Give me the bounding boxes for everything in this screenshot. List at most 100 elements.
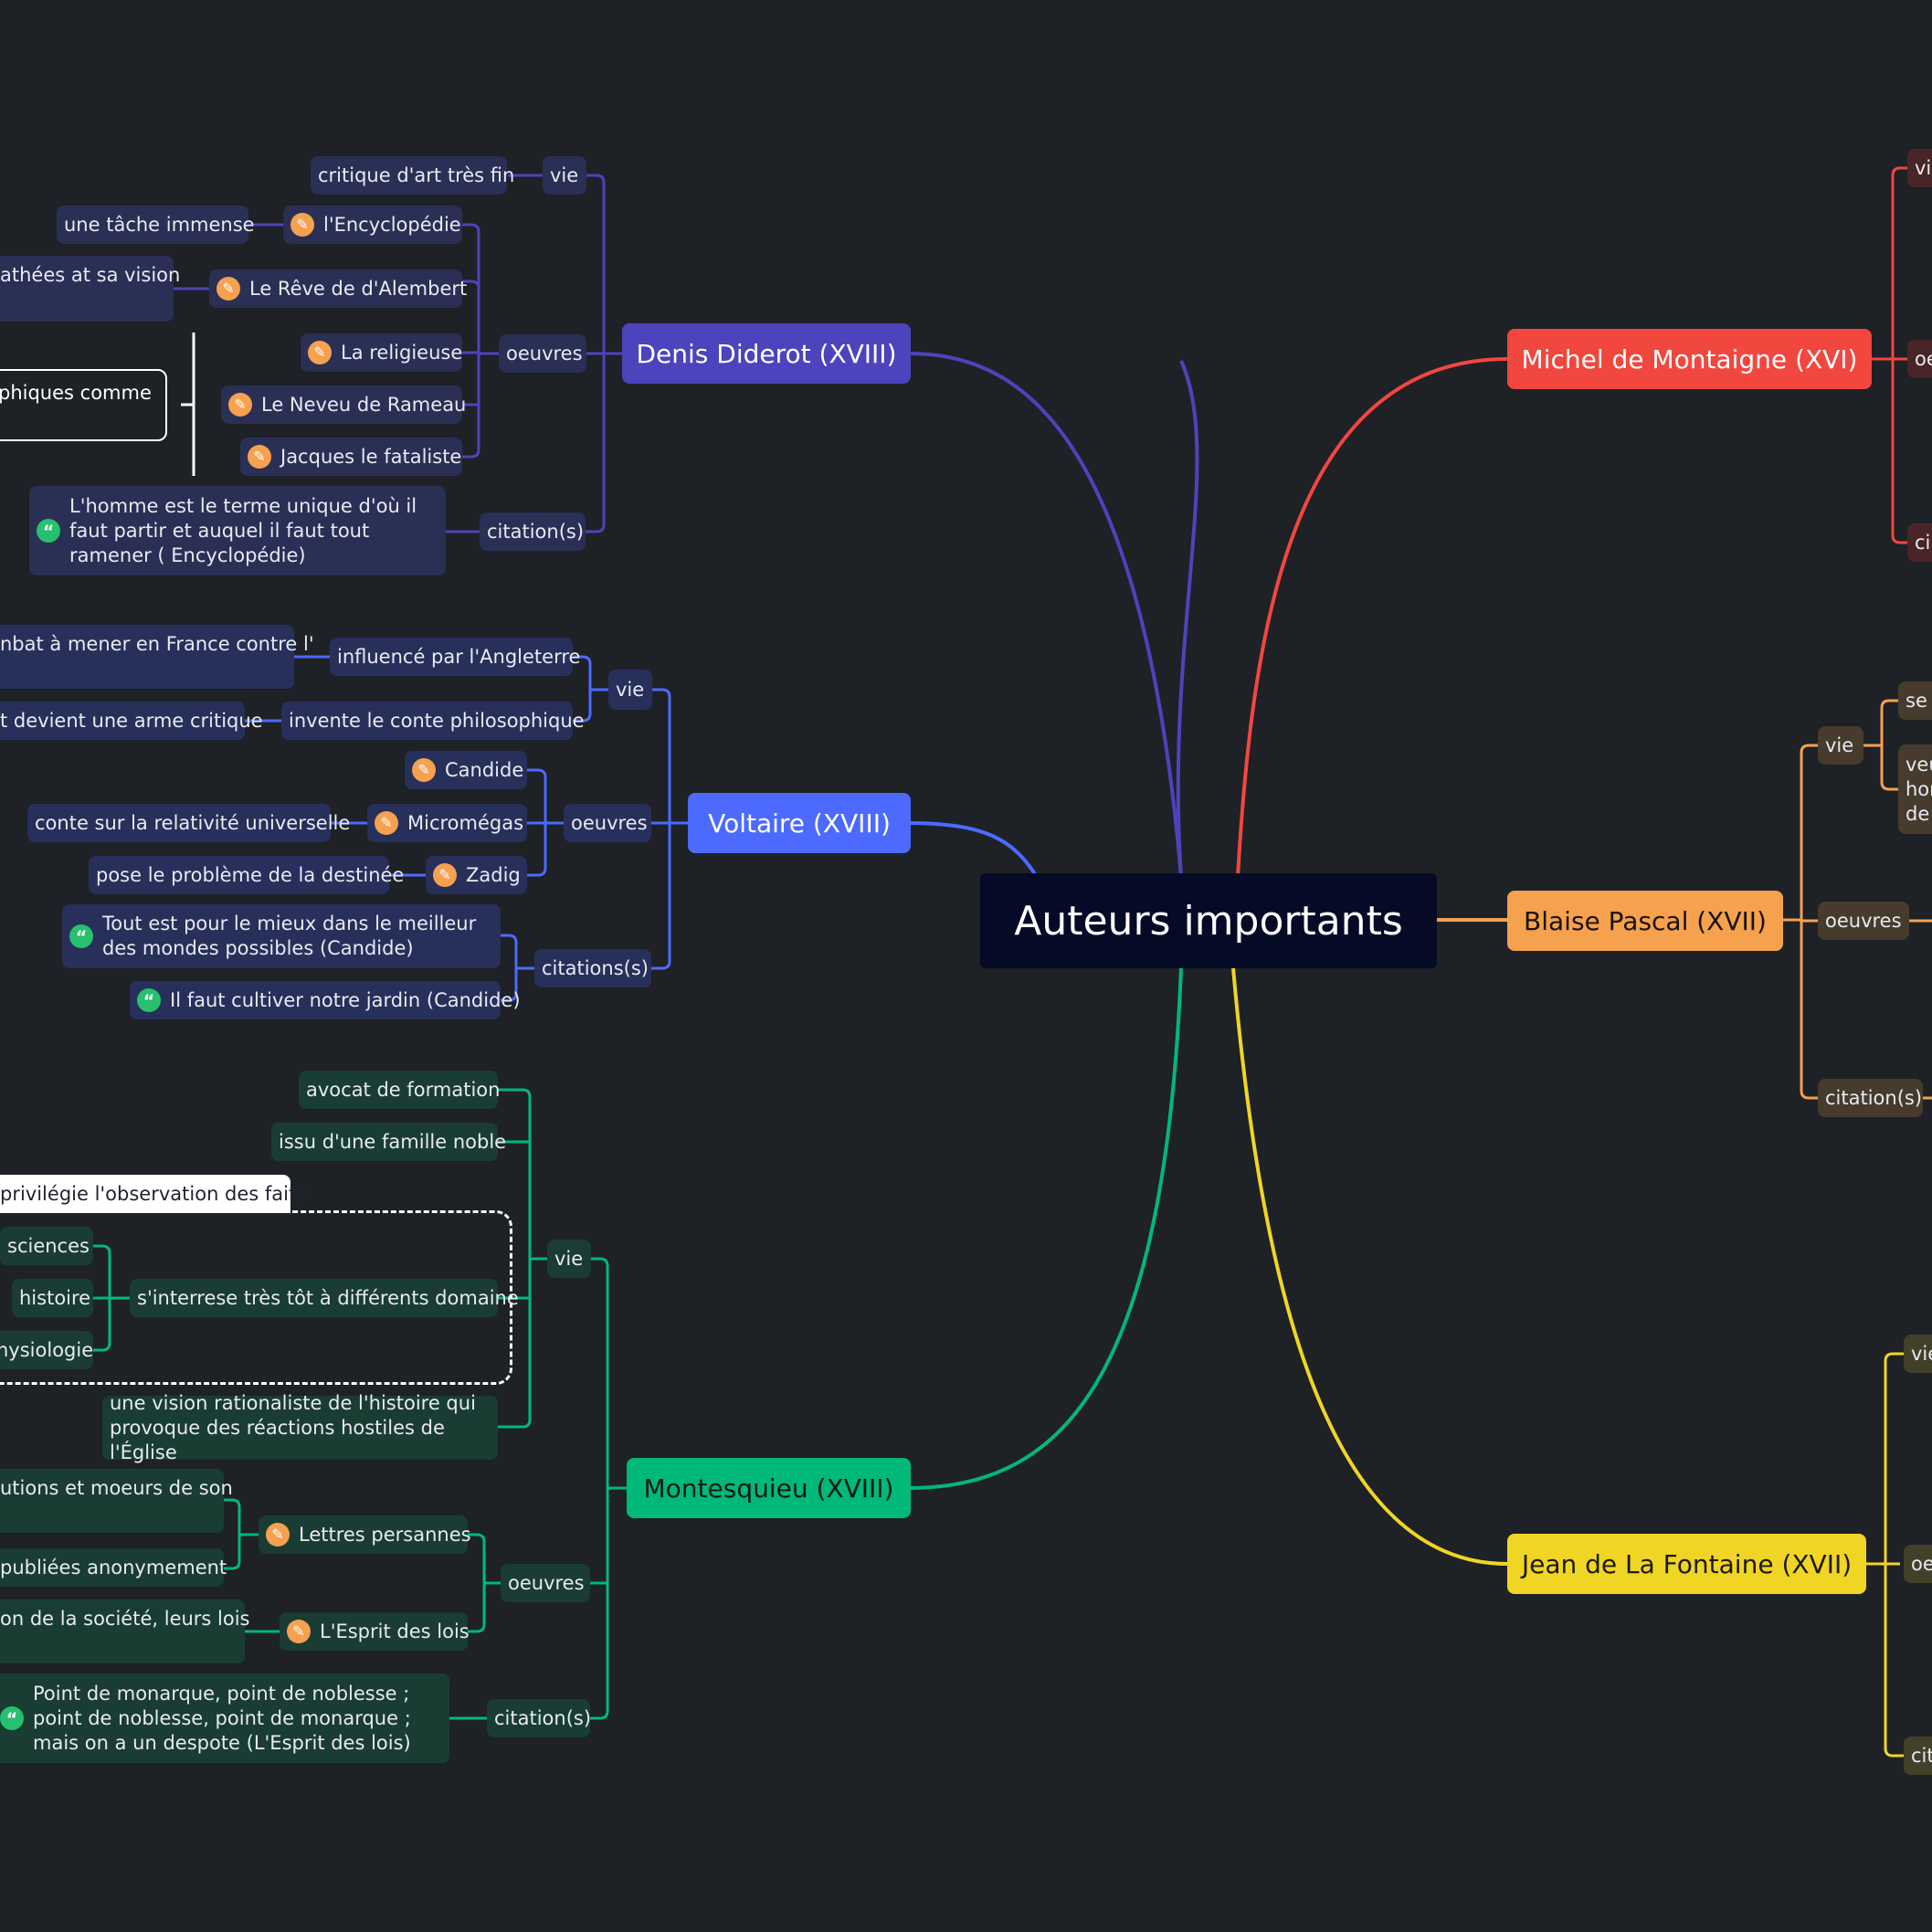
voltaire-work[interactable]: ✎ Candide — [405, 751, 527, 789]
connector — [651, 688, 671, 823]
lafontaine-vie[interactable]: vie — [1904, 1335, 1932, 1373]
root-topic[interactable]: Auteurs importants — [980, 873, 1437, 968]
diderot-encyclopedie-note[interactable]: une tâche immense — [57, 206, 255, 244]
connector — [1176, 360, 1199, 878]
quote-text: Il faut cultiver notre jardin (Candide) — [170, 988, 521, 1011]
diderot-vie[interactable]: vie — [543, 156, 586, 195]
connector — [498, 1088, 547, 1429]
pascal-vie-item[interactable]: se — [1898, 681, 1932, 720]
quote-text: Tout est pour le mieux dans le meilleur … — [102, 913, 477, 959]
montesquieu-oeuvres[interactable]: oeuvres — [501, 1564, 590, 1602]
pascal-vie[interactable]: vie — [1818, 726, 1863, 765]
diderot-reve-note[interactable]: athées at sa vision — [0, 256, 180, 322]
work-label: La religieuse — [341, 341, 463, 364]
diderot-group-note[interactable]: phiques comme — [0, 369, 167, 441]
diderot-work[interactable]: ✎ Le Rêve de d'Alembert — [209, 269, 467, 308]
montaigne-vie[interactable]: vi — [1907, 149, 1932, 187]
voltaire-quote[interactable]: “ Tout est pour le mieux dans le meilleu… — [62, 904, 501, 968]
topic-voltaire[interactable]: Voltaire (XVIII) — [688, 793, 911, 853]
montesquieu-quote[interactable]: “ Point de monarque, point de noblesse ;… — [0, 1673, 449, 1763]
montesquieu-lettres-note[interactable]: publiées anonymement — [0, 1548, 227, 1587]
connector — [224, 1498, 259, 1570]
pencil-icon: ✎ — [433, 863, 457, 887]
work-label: Micromégas — [407, 811, 524, 834]
montesquieu-domain[interactable]: sciences — [0, 1227, 93, 1265]
pencil-icon: ✎ — [290, 213, 314, 237]
topic-montesquieu[interactable]: Montesquieu (XVIII) — [627, 1458, 911, 1518]
voltaire-vie-item[interactable]: influencé par l'Angleterre — [330, 638, 580, 676]
voltaire-vie[interactable]: vie — [608, 670, 652, 710]
connector — [586, 354, 606, 533]
diderot-citation[interactable]: citation(s) — [480, 512, 586, 551]
connector — [1236, 357, 1508, 878]
diderot-oeuvres[interactable]: oeuvres — [499, 334, 586, 373]
montaigne-oeuvres[interactable]: oe — [1907, 340, 1932, 378]
connector — [908, 821, 1039, 879]
pascal-citation[interactable]: citation(s) — [1818, 1079, 1923, 1117]
connector — [468, 1533, 501, 1633]
work-label: Le Neveu de Rameau — [261, 393, 467, 416]
voltaire-conte-note[interactable]: t devient une arme critique — [0, 702, 263, 740]
montesquieu-work[interactable]: ✎ Lettres persannes — [259, 1515, 471, 1554]
montesquieu-esprit-note[interactable]: on de la société, leurs lois — [0, 1599, 250, 1663]
topic-montaigne[interactable]: Michel de Montaigne (XVI) — [1507, 329, 1872, 389]
montesquieu-vie-item[interactable]: s'interrese très tôt à différents domain… — [130, 1279, 519, 1317]
pencil-icon: ✎ — [216, 277, 240, 301]
pencil-icon: ✎ — [308, 341, 332, 364]
quote-text: L'homme est le terme unique d'où il faut… — [69, 494, 417, 566]
voltaire-vie-item[interactable]: invente le conte philosophique — [281, 702, 585, 740]
topic-pascal[interactable]: Blaise Pascal (XVII) — [1507, 891, 1783, 951]
connector — [526, 768, 564, 877]
connector — [651, 823, 671, 970]
voltaire-work[interactable]: ✎ Micromégas — [367, 804, 527, 842]
montesquieu-vie-item[interactable]: avocat de formation — [299, 1071, 500, 1109]
diderot-vie-item[interactable]: critique d'art très fin — [311, 156, 514, 195]
topic-diderot[interactable]: Denis Diderot (XVIII) — [622, 323, 911, 384]
work-label: Zadig — [466, 863, 521, 886]
topic-lafontaine[interactable]: Jean de La Fontaine (XVII) — [1507, 1534, 1866, 1594]
montesquieu-domain[interactable]: hysiologie — [0, 1331, 93, 1369]
voltaire-angleterre-note[interactable]: nbat à mener en France contre l' — [0, 625, 314, 689]
pascal-vie-item[interactable]: veu hon de — [1898, 744, 1932, 834]
voltaire-zadig-note[interactable]: pose le problème de la destinée — [89, 856, 404, 894]
connector — [590, 1257, 609, 1720]
montesquieu-work[interactable]: ✎ L'Esprit des lois — [280, 1612, 470, 1651]
pencil-icon: ✎ — [375, 811, 398, 835]
connector — [1863, 699, 1898, 791]
montesquieu-domain[interactable]: histoire — [12, 1279, 93, 1317]
diderot-quote[interactable]: “ L'homme est le terme unique d'où il fa… — [29, 486, 446, 575]
pascal-oeuvres[interactable]: oeuvres — [1818, 902, 1909, 940]
connector — [93, 1244, 130, 1352]
lafontaine-citation[interactable]: cit — [1904, 1737, 1932, 1775]
voltaire-citations[interactable]: citations(s) — [534, 949, 651, 987]
connector — [573, 655, 608, 723]
diderot-work[interactable]: ✎ Le Neveu de Rameau — [221, 385, 466, 424]
connector — [908, 352, 1183, 878]
voltaire-oeuvres[interactable]: oeuvres — [564, 804, 651, 842]
voltaire-work[interactable]: ✎ Zadig — [426, 856, 527, 894]
montesquieu-lettres-note[interactable]: utions et moeurs de son — [0, 1469, 233, 1533]
diderot-work[interactable]: ✎ l'Encyclopédie — [283, 206, 462, 244]
connector — [1891, 166, 1907, 544]
diderot-work[interactable]: ✎ La religieuse — [301, 333, 462, 372]
lafontaine-oeuvres[interactable]: oe — [1904, 1545, 1932, 1583]
work-label: l'Encyclopédie — [323, 213, 461, 236]
pencil-icon: ✎ — [266, 1523, 290, 1547]
voltaire-quote[interactable]: “ Il faut cultiver notre jardin (Candide… — [130, 981, 521, 1019]
diderot-work[interactable]: ✎ Jacques le fataliste — [240, 438, 462, 476]
montesquieu-vie-item[interactable]: issu d'une famille noble — [271, 1123, 506, 1161]
quote-icon: “ — [37, 519, 60, 543]
montesquieu-vie[interactable]: vie — [547, 1240, 591, 1278]
domains-callout[interactable]: privilégie l'observation des faits — [0, 1175, 306, 1213]
work-label: Candide — [445, 758, 524, 781]
montesquieu-citation[interactable]: citation(s) — [487, 1699, 591, 1737]
voltaire-micromegas-note[interactable]: conte sur la relativité universelle — [27, 804, 350, 842]
work-label: Lettres persannes — [299, 1523, 471, 1546]
montaigne-citation[interactable]: ci — [1907, 523, 1932, 562]
quote-icon: “ — [0, 1706, 24, 1730]
montesquieu-vie-item[interactable]: une vision rationaliste de l'histoire qu… — [102, 1392, 498, 1463]
connector — [586, 174, 606, 354]
connector — [1231, 967, 1508, 1566]
